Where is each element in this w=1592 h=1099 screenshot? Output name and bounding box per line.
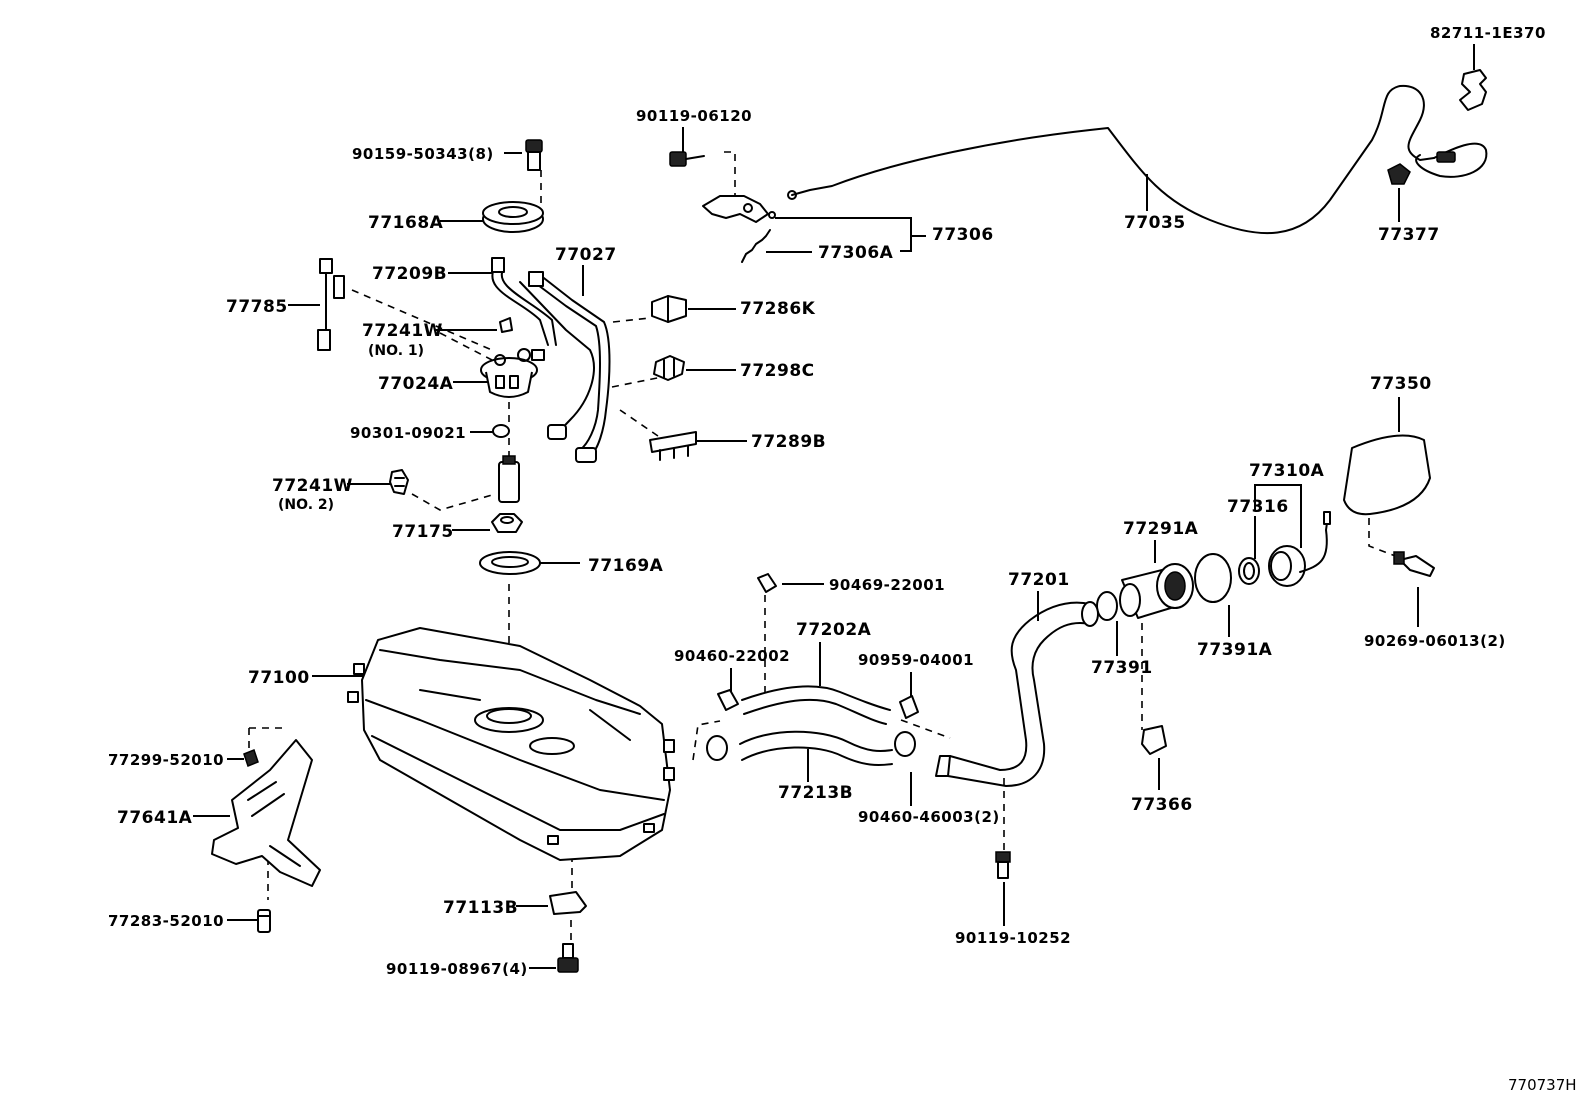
label-77350: 77350	[1370, 374, 1432, 394]
lock-lever-77306	[702, 195, 776, 263]
label-77291a: 77291A	[1123, 519, 1199, 539]
label-90119-08967: 90119-08967(4)	[386, 960, 528, 978]
filter-77175	[491, 513, 523, 533]
label-77241w-no1: 77241W	[362, 321, 443, 341]
label-77391a: 77391A	[1197, 640, 1273, 660]
label-90469-22001: 90469-22001	[829, 576, 945, 594]
label-90301-09021: 90301-09021	[350, 424, 466, 442]
label-77299-52010: 77299-52010	[108, 751, 224, 769]
clip-77286k	[651, 295, 687, 323]
label-77100: 77100	[248, 668, 310, 688]
label-77310a: 77310A	[1249, 461, 1325, 481]
label-90460-46003: 90460-46003(2)	[858, 808, 1000, 826]
label-77785: 77785	[226, 297, 288, 317]
clip-77289b	[649, 431, 697, 461]
clip-77366	[1141, 725, 1167, 755]
sender-gauge-77785	[317, 258, 345, 351]
label-77298c: 77298C	[740, 361, 815, 381]
bolt-90119-06120	[669, 151, 705, 167]
label-77024a: 77024A	[378, 374, 454, 394]
fuel-tank-77100	[347, 627, 675, 861]
bolt-90119-10252	[995, 851, 1011, 879]
label-77366: 77366	[1131, 795, 1193, 815]
label-77113b: 77113B	[443, 898, 518, 918]
clamp-90460-22002	[717, 689, 739, 711]
fuel-cap-77310a	[1268, 511, 1331, 587]
label-90119-06120: 90119-06120	[636, 107, 752, 125]
label-82711-1e370: 82711-1E370	[1430, 24, 1546, 42]
label-77377: 77377	[1378, 225, 1440, 245]
retainer-ring-77168a	[482, 201, 544, 233]
label-77641a: 77641A	[117, 808, 193, 828]
label-90460-22002: 90460-22002	[674, 647, 790, 665]
gasket-77169a	[479, 551, 541, 575]
label-77035: 77035	[1124, 213, 1186, 233]
label-77241w-no2: 77241W	[272, 476, 353, 496]
label-77168a: 77168A	[368, 213, 444, 233]
clamp-77241w-no1	[499, 317, 513, 333]
fuel-tube-77027	[491, 257, 611, 463]
fuel-pump-element	[498, 455, 520, 503]
label-90119-10252: 90119-10252	[955, 929, 1071, 947]
hose-77213b	[739, 730, 893, 766]
clip-77298c	[653, 355, 685, 381]
label-90959-04001: 90959-04001	[858, 651, 974, 669]
bracket-77113b	[549, 891, 587, 915]
bolt-90119-08967	[557, 943, 579, 973]
label-77391: 77391	[1091, 658, 1153, 678]
label-77201: 77201	[1008, 570, 1070, 590]
label-77306: 77306	[932, 225, 994, 245]
label-77306a: 77306A	[818, 243, 894, 263]
bolt-90159-50343	[525, 139, 543, 171]
clamp-90959-04001	[899, 695, 919, 719]
label-77316: 77316	[1227, 497, 1289, 517]
clamp-90469-22001	[757, 573, 777, 593]
label-77027: 77027	[555, 245, 617, 265]
label-no1: (NO. 1)	[368, 343, 424, 359]
hose-77202a	[741, 685, 891, 725]
protector-77641a	[211, 739, 321, 887]
clip-77299-52010	[243, 749, 259, 767]
o-ring-90301-09021	[492, 424, 510, 438]
clip-82711	[1459, 69, 1487, 111]
label-90159-50343: 90159-50343(8)	[352, 145, 494, 163]
label-90269-06013: 90269-06013(2)	[1364, 632, 1506, 650]
label-77209b: 77209B	[372, 264, 447, 284]
clamp-77241w-no2	[389, 469, 409, 495]
inlet-housing-77291a	[1119, 563, 1194, 619]
label-77286k: 77286K	[740, 299, 816, 319]
label-77213b: 77213B	[778, 783, 853, 803]
clamp-90460-46003-a	[706, 735, 728, 761]
label-77289b: 77289B	[751, 432, 826, 452]
clamp-90460-46003-b	[894, 731, 916, 757]
label-no2: (NO. 2)	[278, 497, 334, 513]
screw-90269-06013	[1393, 551, 1435, 577]
bolt-77283-52010	[257, 909, 271, 933]
clip-77377	[1387, 163, 1411, 185]
label-77175: 77175	[392, 522, 454, 542]
label-77283-52010: 77283-52010	[108, 912, 224, 930]
label-77169a: 77169A	[588, 556, 664, 576]
gasket-77316	[1238, 557, 1260, 585]
leader-lines	[193, 44, 1475, 969]
filler-pipe-77201	[935, 601, 1099, 787]
label-77202a: 77202A	[796, 620, 872, 640]
seal-77391a	[1194, 553, 1232, 603]
fuel-lid-77350	[1343, 434, 1431, 516]
fuel-pump-assy-77024a	[480, 348, 545, 398]
diagram-reference-number: 770737H	[1508, 1076, 1577, 1094]
gasket-77391	[1096, 591, 1118, 621]
cable-77035	[787, 84, 1488, 235]
